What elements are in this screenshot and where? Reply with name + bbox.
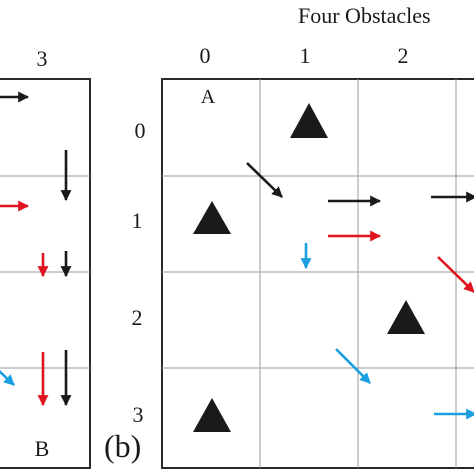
arrow-down-right-blue bbox=[335, 348, 371, 384]
panel-b: Four Obstacles 0 1 2 0 1 2 3 A (b) bbox=[101, 3, 474, 469]
arrow-down-right-red bbox=[437, 256, 474, 293]
panel-a-frame bbox=[0, 78, 91, 469]
column-label-2: 2 bbox=[398, 43, 409, 68]
obstacle-triangle bbox=[193, 201, 231, 234]
row-label-1: 1 bbox=[132, 208, 143, 233]
panel-a-corner-label: B bbox=[35, 436, 50, 461]
column-label-0: 0 bbox=[200, 43, 211, 68]
arrow-down-right-blue bbox=[0, 369, 15, 386]
start-label: A bbox=[201, 86, 216, 108]
panel-b-frame bbox=[161, 78, 474, 469]
arrow-down-right-black bbox=[246, 162, 283, 198]
column-label-1: 1 bbox=[300, 43, 311, 68]
panel-a: 3 B bbox=[0, 46, 91, 469]
panel-a-column-header: 3 bbox=[37, 46, 48, 71]
obstacle-triangle bbox=[290, 103, 328, 138]
panel-label: (b) bbox=[104, 428, 141, 464]
panel-label-backing bbox=[101, 425, 159, 465]
panel-b-title: Four Obstacles bbox=[298, 3, 431, 28]
obstacle-triangle bbox=[387, 300, 425, 334]
row-label-3: 3 bbox=[133, 402, 144, 427]
row-label-0: 0 bbox=[135, 118, 146, 143]
row-label-2: 2 bbox=[132, 305, 143, 330]
obstacle-triangle bbox=[193, 398, 231, 432]
